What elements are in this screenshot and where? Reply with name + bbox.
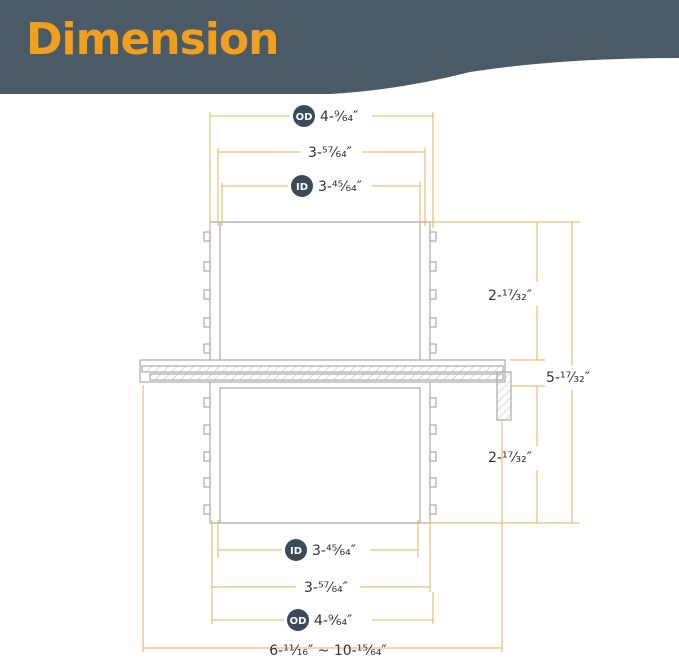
lower-hub-inner (219, 387, 421, 524)
bottom-id-value: 3-⁴⁵⁄₆₄″ (312, 543, 356, 559)
hub-ridge (203, 261, 211, 272)
hub-ridges (203, 231, 437, 515)
bottom-od-value: 4-⁹⁄₆₄″ (314, 613, 352, 629)
hub-ridge (203, 504, 211, 515)
top-mid-value: 3-⁵⁷⁄₆₄″ (308, 145, 352, 161)
page-title: Dimension (26, 14, 279, 65)
hub-ridge (429, 424, 437, 435)
hub-ridge (429, 451, 437, 462)
hub-ridge (203, 317, 211, 328)
label-bottom-id: ID 3-⁴⁵⁄₆₄″ (285, 539, 356, 561)
id-badge (285, 539, 307, 561)
top-id-value: 3-⁴⁵⁄₆₄″ (318, 179, 362, 195)
fitting-drawing (139, 221, 512, 524)
bottom-mid-value: 3-⁵⁷⁄₆₄″ (304, 580, 348, 596)
id-badge-text: ID (290, 546, 302, 557)
label-top-od: OD 4-⁹⁄₆₄″ (293, 105, 358, 127)
hub-ridge (203, 343, 211, 354)
hub-ridge (429, 477, 437, 488)
total-height-value: 5-¹⁷⁄₃₂″ (546, 370, 590, 386)
flange-lip (496, 371, 512, 421)
hub-ridge (203, 424, 211, 435)
hub-ridge (429, 504, 437, 515)
dimension-lines (142, 112, 580, 652)
lower-height-value: 2-¹⁷⁄₃₂″ (488, 450, 532, 466)
hub-ridge (203, 451, 211, 462)
upper-height-value: 2-¹⁷⁄₃₂″ (488, 288, 532, 304)
hub-ridge (429, 397, 437, 408)
hub-ridge (203, 397, 211, 408)
od-badge (293, 105, 315, 127)
hub-ridge (203, 477, 211, 488)
top-od-value: 4-⁹⁄₆₄″ (320, 109, 358, 125)
upper-hub-outer (209, 221, 431, 365)
hub-ridge (203, 289, 211, 300)
hub-ridge (203, 231, 211, 242)
id-badge (291, 175, 313, 197)
hub-ridge (429, 317, 437, 328)
od-badge-text: OD (296, 112, 313, 123)
flange-hatch-top (141, 365, 504, 373)
label-top-id: ID 3-⁴⁵⁄₆₄″ (291, 175, 362, 197)
header-background (0, 0, 679, 94)
label-bottom-od: OD 4-⁹⁄₆₄″ (287, 609, 352, 631)
id-badge-text: ID (296, 182, 308, 193)
hub-ridge (429, 231, 437, 242)
lower-hub-outer (209, 379, 431, 524)
hub-ridge (429, 289, 437, 300)
hub-ridge (429, 261, 437, 272)
hub-ridge (429, 343, 437, 354)
flange-range-value: 6-¹¹⁄₁₆″ ~ 10-¹⁵⁄₆₄″ (269, 643, 387, 658)
flange-hatch-bottom (149, 373, 504, 381)
upper-hub-inner (219, 221, 421, 365)
od-badge-text: OD (290, 616, 307, 627)
header-banner (0, 0, 679, 94)
od-badge (287, 609, 309, 631)
